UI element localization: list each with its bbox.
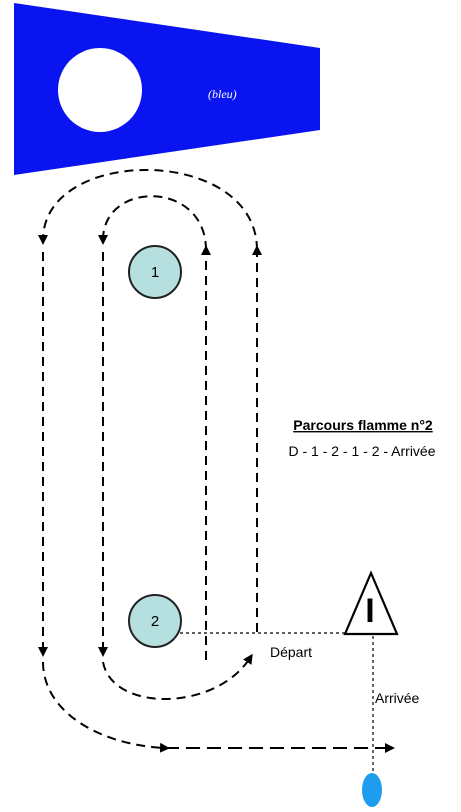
buoy-2: 2 — [128, 594, 182, 648]
inner-top-arc — [98, 195, 207, 251]
buoy-2-label: 2 — [151, 613, 159, 630]
inner-loop-path — [98, 195, 253, 700]
blue-flag: (bleu) — [14, 3, 320, 175]
outer-bottom-arc — [42, 661, 170, 753]
outer-loop-path — [38, 168, 262, 753]
finish-buoy — [362, 773, 382, 807]
flag-white-circle — [58, 48, 142, 132]
course-title: Parcours flamme n°2 — [293, 417, 433, 433]
buoy-2-circle — [128, 594, 182, 648]
buoy-1: 1 — [128, 245, 182, 299]
flag-label: (bleu) — [208, 87, 237, 101]
finish-label: Arrivée — [375, 690, 420, 706]
committee-flag-letter: I — [365, 592, 374, 630]
outer-top-arc — [38, 168, 258, 251]
start-label: Départ — [270, 644, 312, 660]
course-sequence: D - 1 - 2 - 1 - 2 - Arrivée — [288, 443, 435, 459]
flag-shape — [14, 3, 320, 175]
inner-bottom-arc — [102, 653, 253, 700]
buoy-1-label: 1 — [151, 264, 159, 281]
committee-triangle — [343, 570, 399, 636]
buoy-1-circle — [128, 245, 182, 299]
committee-boat: I — [343, 570, 399, 636]
